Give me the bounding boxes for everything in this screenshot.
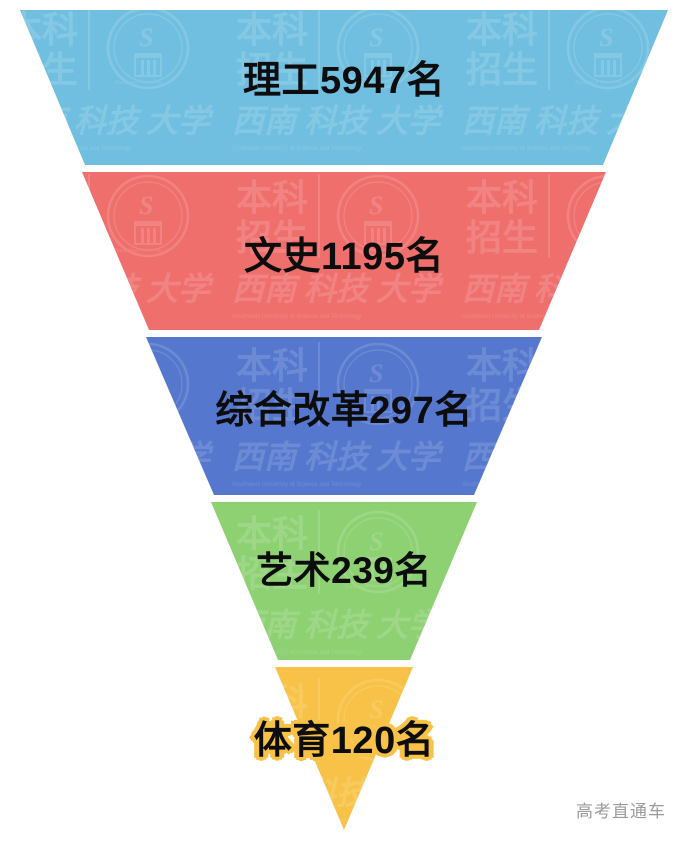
funnel-label-0: 理工5947名: [242, 60, 446, 102]
funnel-label-1: 文史1195名: [244, 236, 444, 278]
source-watermark: 高考直通车: [576, 802, 666, 821]
funnel-label-4: 体育120名: [253, 720, 435, 762]
funnel-label-3: 艺术239名: [256, 550, 432, 591]
funnel-label-2: 综合改革297名: [215, 390, 473, 432]
